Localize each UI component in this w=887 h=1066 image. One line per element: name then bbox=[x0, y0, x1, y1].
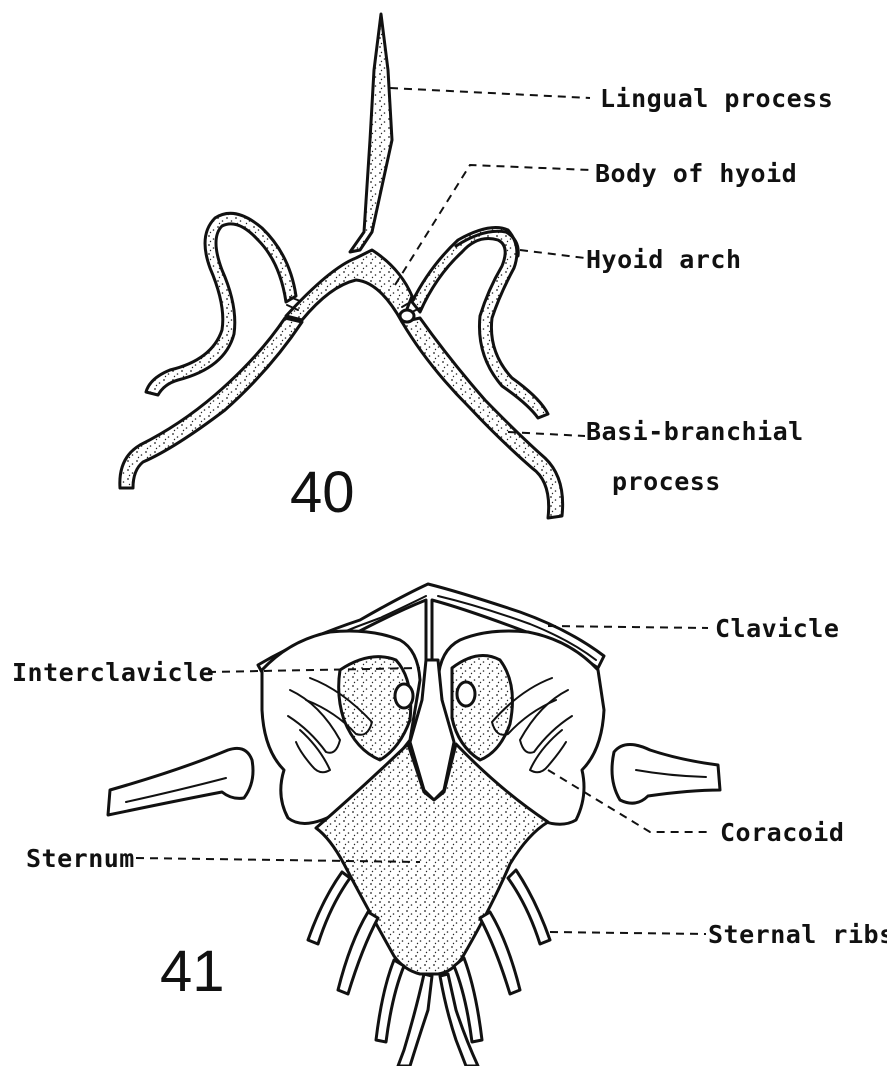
label-coracoid: Coracoid bbox=[720, 818, 844, 847]
label-interclavicle: Interclavicle bbox=[12, 658, 214, 687]
label-hyoid-arch: Hyoid arch bbox=[586, 245, 742, 274]
left-humerus-shape bbox=[108, 748, 253, 815]
label-lingual-process: Lingual process bbox=[600, 84, 833, 113]
label-sternal-ribs: Sternal ribs bbox=[708, 920, 887, 949]
label-process: process bbox=[612, 467, 721, 496]
figure-number-40: 40 bbox=[290, 460, 355, 525]
label-basi-branchial: Basi-branchial bbox=[586, 417, 804, 446]
hyoid-apparatus-figure bbox=[120, 14, 563, 518]
label-sternum: Sternum bbox=[26, 844, 135, 873]
figure-number-41: 41 bbox=[160, 939, 225, 1004]
left-basibranchial-shape bbox=[120, 318, 302, 488]
lingual-process-shape bbox=[350, 14, 392, 252]
left-hyoid-arch-shape bbox=[146, 213, 296, 395]
label-clavicle: Clavicle bbox=[715, 614, 839, 643]
label-body-of-hyoid: Body of hyoid bbox=[595, 159, 797, 188]
hyoid-body-shape bbox=[286, 250, 412, 322]
figure-40-leader-lines bbox=[390, 88, 590, 436]
right-hyoid-arch-shape bbox=[412, 228, 548, 418]
